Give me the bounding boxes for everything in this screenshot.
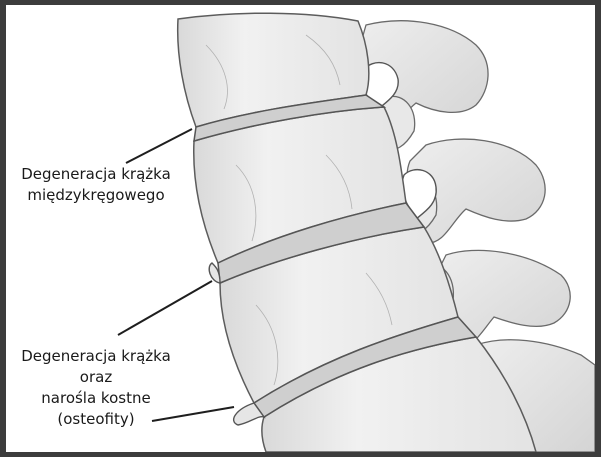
label-disc-degeneration: Degeneracja krążka międzykręgowego	[10, 164, 182, 206]
label-line: międzykręgowego	[10, 185, 182, 206]
illustration-panel: Degeneracja krążka międzykręgowego Degen…	[6, 5, 595, 452]
label-disc-degeneration-and-osteophytes: Degeneracja krążka oraz narośla kostne (…	[10, 346, 182, 430]
pointer-line-disc-upper-2	[118, 281, 212, 335]
label-line: Degeneracja krążka	[10, 164, 182, 185]
label-line: narośla kostne	[10, 388, 182, 409]
label-line: oraz	[10, 367, 182, 388]
label-line: (osteofity)	[10, 409, 182, 430]
label-line: Degeneracja krążka	[10, 346, 182, 367]
pointer-line-disc-degeneration	[126, 129, 192, 163]
